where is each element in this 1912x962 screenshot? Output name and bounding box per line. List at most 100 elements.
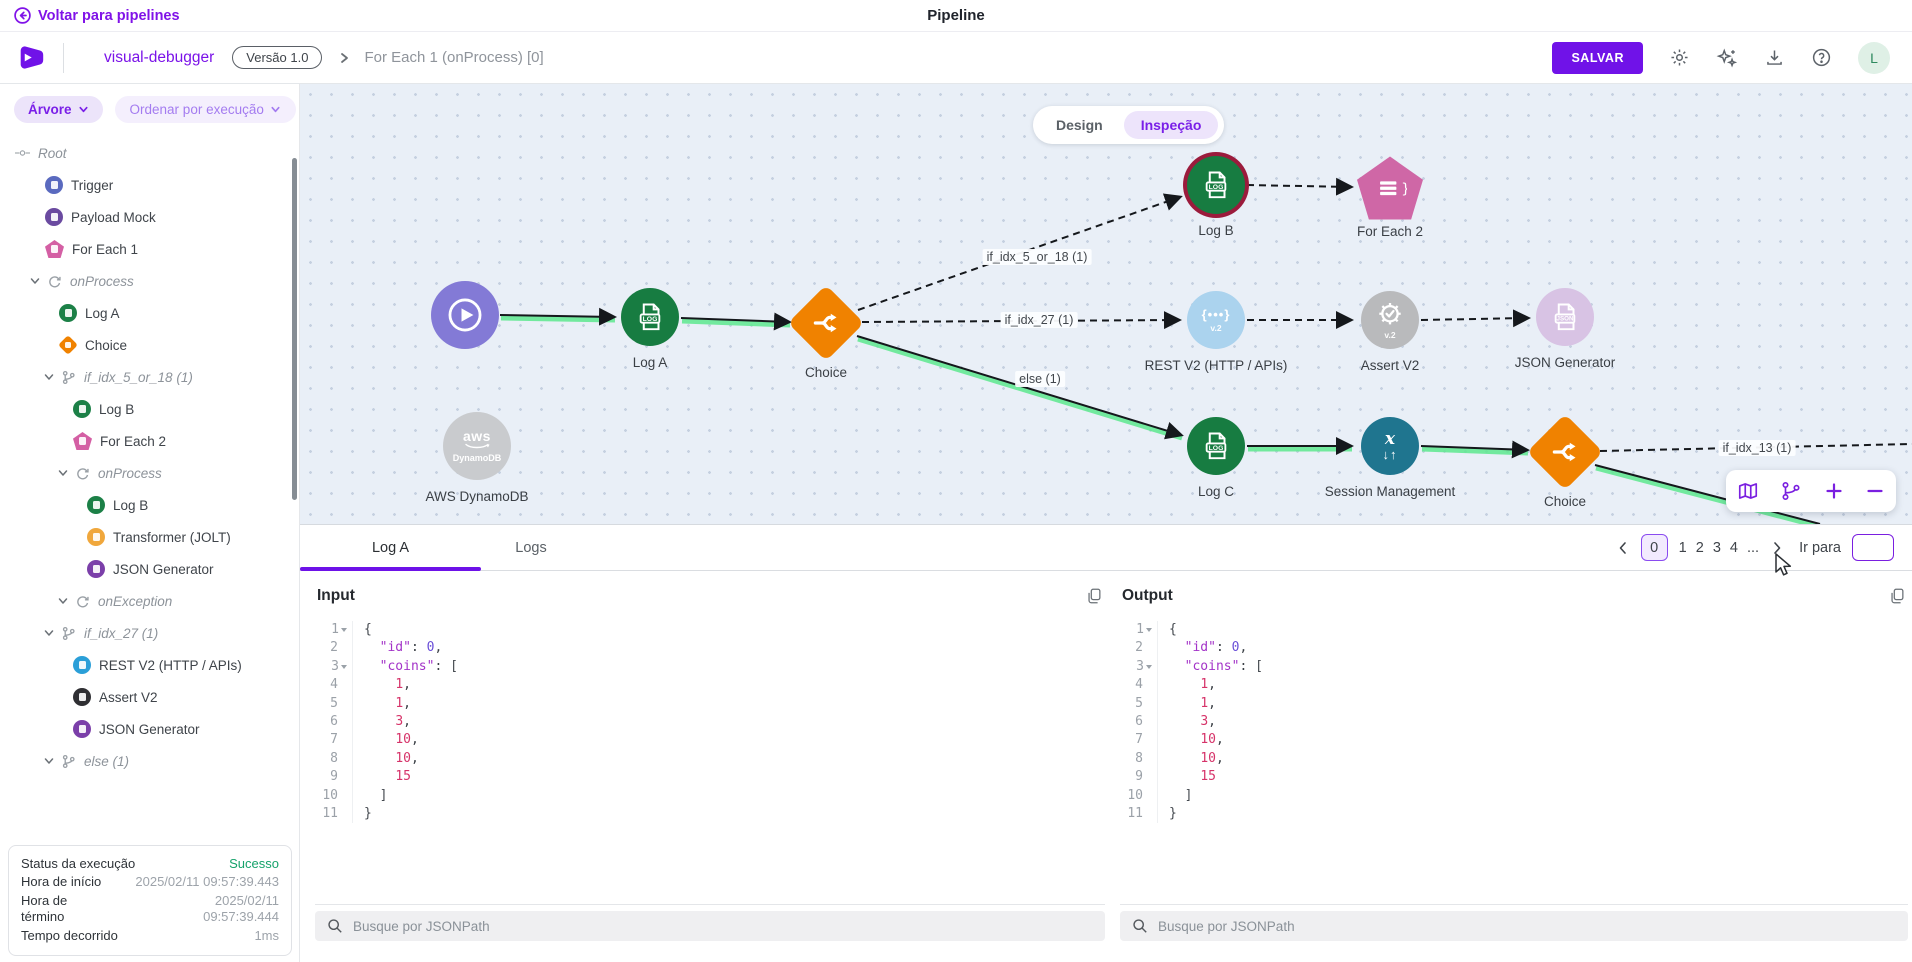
chevron-down-icon[interactable] <box>57 467 69 479</box>
line-number: 4 <box>315 676 353 695</box>
page-number-1[interactable]: 1 <box>1678 539 1687 556</box>
tree-item-root[interactable]: Root <box>0 137 299 169</box>
node-trigger[interactable] <box>431 281 499 349</box>
view-mode-label: Árvore <box>28 102 72 117</box>
tab-design[interactable]: Design <box>1056 117 1103 133</box>
search-icon <box>327 918 343 934</box>
line-number[interactable]: 3 <box>315 657 353 677</box>
tree-item-log-b[interactable]: Log B <box>0 393 299 425</box>
tab-inspecao[interactable]: Inspeção <box>1123 111 1219 139</box>
jsonpath-search-bar <box>315 911 1105 941</box>
settings-gear-icon[interactable] <box>1669 47 1690 68</box>
tree-item-onprocess[interactable]: onProcess <box>0 457 299 489</box>
tree-item-onprocess[interactable]: onProcess <box>0 265 299 297</box>
line-number[interactable]: 3 <box>1120 657 1158 677</box>
chevron-down-icon[interactable] <box>43 755 55 767</box>
minus-icon[interactable] <box>1865 481 1885 501</box>
line-number: 11 <box>315 805 353 824</box>
node-log-b[interactable]: LOG <box>1187 156 1245 214</box>
tree-node-icon <box>73 400 91 418</box>
download-icon[interactable] <box>1764 47 1785 68</box>
output-code-editor[interactable]: 1{2 "id": 0,3 "coins": [4 1,5 1,6 3,7 10… <box>1120 621 1908 900</box>
tree-item-log-b[interactable]: Log B <box>0 489 299 521</box>
page-number-...[interactable]: ... <box>1746 539 1760 556</box>
code-line-content: "id": 0, <box>1184 640 1248 656</box>
code-line-content: 1, <box>395 695 411 711</box>
tree-item-label: Choice <box>85 337 128 353</box>
code-line-content: } <box>364 806 372 822</box>
tree-item-label: Log A <box>85 305 120 321</box>
tree-item-trigger[interactable]: Trigger <box>0 169 299 201</box>
node-log-c[interactable]: LOG <box>1187 417 1245 475</box>
tree-item-for-each-1[interactable]: For Each 1 <box>0 233 299 265</box>
output-jsonpath-search-input[interactable] <box>1158 918 1896 934</box>
sort-by-execution-dropdown[interactable]: Ordenar por execução <box>114 96 296 123</box>
tree-item-onexception[interactable]: onException <box>0 585 299 617</box>
status-value: 2025/02/11 09:57:39.444 <box>203 893 279 925</box>
version-badge[interactable]: Versão 1.0 <box>232 46 323 69</box>
page-next-icon[interactable] <box>1770 541 1784 555</box>
sidebar-scrollbar[interactable] <box>292 158 297 500</box>
page-number-2[interactable]: 2 <box>1695 539 1704 556</box>
node-session-management[interactable]: x↓↑ <box>1361 417 1419 475</box>
tree-item-for-each-2[interactable]: For Each 2 <box>0 425 299 457</box>
tree-item-json-generator[interactable]: JSON Generator <box>0 713 299 745</box>
node-log-a[interactable]: LOG <box>621 288 679 346</box>
node-label-choice-2: Choice <box>1543 494 1587 509</box>
node-choice-1[interactable] <box>787 284 865 362</box>
tree-item-if-idx-27-1[interactable]: if_idx_27 (1) <box>0 617 299 649</box>
input-jsonpath-search-input[interactable] <box>353 918 1093 934</box>
tree-item-else-1[interactable]: else (1) <box>0 745 299 777</box>
user-avatar[interactable]: L <box>1858 41 1890 74</box>
node-rest-v2[interactable]: {•••}v.2 <box>1187 291 1245 349</box>
tree-node-icon <box>73 656 91 674</box>
tree-item-rest-v2-http-apis[interactable]: REST V2 (HTTP / APIs) <box>0 649 299 681</box>
line-number[interactable]: 1 <box>315 621 353 640</box>
line-number[interactable]: 1 <box>1120 621 1158 640</box>
input-code-editor[interactable]: 1{2 "id": 0,3 "coins": [4 1,5 1,6 3,7 10… <box>315 621 1105 900</box>
tree-item-log-a[interactable]: Log A <box>0 297 299 329</box>
save-button[interactable]: SALVAR <box>1552 41 1643 74</box>
page-number-4[interactable]: 4 <box>1729 539 1738 556</box>
line-number: 6 <box>1120 713 1158 732</box>
pipeline-name[interactable]: visual-debugger <box>104 48 215 66</box>
tree-item-if-idx-5-or-18-1[interactable]: if_idx_5_or_18 (1) <box>0 361 299 393</box>
help-icon[interactable] <box>1811 47 1832 68</box>
tree-item-assert-v2[interactable]: Assert V2 <box>0 681 299 713</box>
code-line-3: 3 "coins": [ <box>315 657 1105 677</box>
page-previous-icon[interactable] <box>1616 541 1630 555</box>
chevron-down-icon[interactable] <box>57 595 69 607</box>
copy-icon[interactable] <box>1085 587 1103 605</box>
tab-logs[interactable]: Logs <box>481 525 581 570</box>
view-mode-dropdown[interactable]: Árvore <box>14 96 103 123</box>
tab-log-a[interactable]: Log A <box>300 525 481 571</box>
plus-icon[interactable] <box>1824 481 1844 501</box>
branch-icon[interactable] <box>1780 480 1802 502</box>
tree-item-choice[interactable]: Choice <box>0 329 299 361</box>
tree-item-payload-mock[interactable]: Payload Mock <box>0 201 299 233</box>
node-assert-v2[interactable]: v.2 <box>1361 291 1419 349</box>
code-line-content: 10, <box>1200 732 1224 748</box>
node-json-generator[interactable]: JSON <box>1536 288 1594 346</box>
svg-text:JSON: JSON <box>1557 316 1574 323</box>
chevron-down-icon[interactable] <box>43 627 55 639</box>
map-icon[interactable] <box>1737 480 1759 502</box>
page-current[interactable]: 0 <box>1640 534 1668 561</box>
page-number-3[interactable]: 3 <box>1712 539 1721 556</box>
chevron-down-icon[interactable] <box>43 371 55 383</box>
chevron-down-icon[interactable] <box>29 275 41 287</box>
tree-item-transformer-jolt[interactable]: Transformer (JOLT) <box>0 521 299 553</box>
tree-item-json-generator[interactable]: JSON Generator <box>0 553 299 585</box>
ai-sparkles-icon[interactable] <box>1716 47 1738 69</box>
goto-page-input[interactable] <box>1852 534 1894 561</box>
back-to-pipelines-link[interactable]: Voltar para pipelines <box>14 7 180 24</box>
assert-gear-check-icon <box>1379 302 1401 324</box>
node-choice-2[interactable] <box>1526 413 1604 491</box>
copy-icon[interactable] <box>1888 587 1906 605</box>
for-each-icon: } <box>1380 180 1407 197</box>
search-icon <box>1132 918 1148 934</box>
tree-item-label: Payload Mock <box>71 209 156 225</box>
pipeline-canvas[interactable]: if_idx_5_or_18 (1)if_idx_27 (1)else (1)i… <box>300 84 1912 524</box>
